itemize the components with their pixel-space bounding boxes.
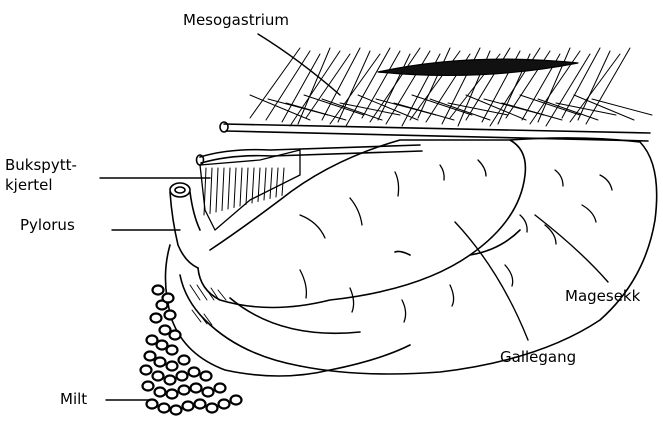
hatch-line: [270, 168, 272, 199]
label-gallegang: Gallegang: [500, 349, 576, 366]
label-magesekk: Magesekk: [565, 288, 640, 305]
spleen-nodule: [171, 406, 182, 415]
label-pylorus: Pylorus: [20, 217, 75, 234]
spleen-nodule: [165, 376, 176, 385]
hatch-line: [210, 168, 212, 214]
hatch-line: [570, 54, 620, 122]
label-bukspyttkjertel-line1: Bukspytt-: [5, 157, 77, 174]
hatch-line: [276, 168, 278, 197]
spleen-nodule: [191, 384, 202, 393]
spleen-nodule: [231, 396, 242, 405]
spleen-nodule: [165, 311, 176, 320]
label-mesogastrium: Mesogastrium: [183, 12, 289, 29]
hatch-line: [592, 99, 652, 115]
hatch-line: [282, 168, 284, 196]
spleen-nodule: [207, 404, 218, 413]
hatch-line: [240, 168, 242, 206]
hatch-line: [346, 48, 390, 126]
spleen-nodule: [170, 331, 181, 340]
spleen-nodule: [153, 372, 164, 381]
spleen-nodule: [151, 314, 162, 323]
spleen-nodule: [147, 400, 158, 409]
hatch-line: [586, 48, 630, 124]
spleen-nodule: [215, 384, 226, 393]
spleen-nodule: [189, 368, 200, 377]
spleen-nodule: [167, 362, 178, 371]
spleen-nodule: [179, 386, 190, 395]
pylorus-tube: [170, 183, 200, 268]
hatch-line: [222, 168, 224, 211]
spleen-nodule: [163, 294, 174, 303]
spleen-nodule: [167, 346, 178, 355]
spleen-nodule: [155, 388, 166, 397]
spleen-nodule: [177, 372, 188, 381]
hatch-line: [228, 168, 230, 209]
spleen-nodule: [159, 404, 170, 413]
label-milt: Milt: [60, 391, 87, 408]
leader-lines: [100, 34, 608, 400]
hatch-line: [298, 48, 330, 124]
hatch-line: [264, 168, 266, 200]
hatch-line: [362, 51, 400, 118]
leader-gallegang: [455, 222, 528, 340]
hatch-line: [520, 95, 580, 115]
mesogastrium-band: [378, 59, 578, 75]
spleen-nodule: [195, 400, 206, 409]
spleen-nodule: [141, 366, 152, 375]
hatch-line: [250, 48, 300, 118]
spleen-nodule: [183, 402, 194, 411]
hatch-line: [258, 168, 260, 202]
hatch-line: [538, 48, 570, 122]
hatch-line: [216, 168, 218, 212]
spleen-nodule: [143, 382, 154, 391]
hatch-line: [246, 168, 248, 205]
spleen-nodule: [167, 390, 178, 399]
label-bukspyttkjertel-line2: kjertel: [5, 177, 53, 194]
pancreas-region: [200, 150, 300, 230]
spleen-nodule: [145, 352, 156, 361]
hatch-line: [330, 54, 380, 124]
spleen-nodule: [219, 400, 230, 409]
hatch-line: [234, 168, 236, 208]
spleen-nodule: [203, 388, 214, 397]
spleen-nodule: [155, 358, 166, 367]
lower-hatch: [190, 285, 226, 325]
hatch-line: [418, 48, 450, 118]
spleen-nodule: [179, 356, 190, 365]
spleen-nodule: [153, 286, 164, 295]
spleen-nodule: [201, 372, 212, 381]
